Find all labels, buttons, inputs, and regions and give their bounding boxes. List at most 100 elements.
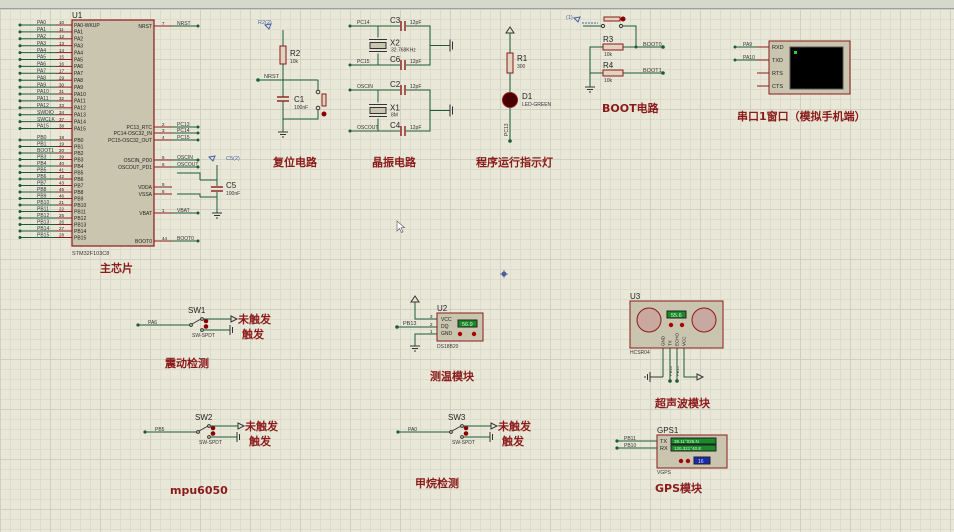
- pin-terminal[interactable]: [18, 203, 22, 207]
- pin-terminal[interactable]: [196, 131, 200, 135]
- switch-toggle-button[interactable]: [203, 318, 209, 324]
- gps-latitude: 39.11°025.N: [674, 439, 699, 444]
- switch-toggle-button[interactable]: [210, 425, 216, 431]
- boot-button[interactable]: [603, 16, 621, 22]
- pin-terminal[interactable]: [196, 211, 200, 215]
- pin-terminal[interactable]: [18, 37, 22, 41]
- schematic-sheet[interactable]: [0, 9, 954, 532]
- temp-up-button[interactable]: [471, 331, 477, 337]
- switch-toggle-button[interactable]: [463, 425, 469, 431]
- pin-terminal[interactable]: [18, 120, 22, 124]
- pin-terminal[interactable]: [18, 171, 22, 174]
- pin-terminal[interactable]: [196, 158, 200, 162]
- switch-lever[interactable]: [198, 425, 209, 432]
- led-circuit[interactable]: R1 300 D1 LED-GREEN PC13: [502, 26, 552, 143]
- probe-icon[interactable]: [207, 155, 216, 162]
- pin-terminal[interactable]: [18, 151, 22, 155]
- pin-terminal[interactable]: [18, 236, 22, 239]
- switch-lever[interactable]: [191, 318, 202, 325]
- temp-down-button[interactable]: [457, 331, 463, 337]
- net-terminal[interactable]: [348, 63, 352, 67]
- pin-terminal[interactable]: [733, 45, 737, 49]
- pin-terminal[interactable]: [18, 138, 22, 142]
- pin-terminal[interactable]: [18, 113, 22, 117]
- pin-label: VCC: [441, 317, 452, 323]
- pin-terminal[interactable]: [196, 24, 200, 28]
- net-terminal[interactable]: [136, 323, 140, 327]
- pin-terminal[interactable]: [18, 23, 22, 27]
- switch-toggle-button[interactable]: [203, 324, 209, 329]
- power-icon: [490, 422, 499, 430]
- pin-terminal[interactable]: [18, 216, 22, 220]
- net-label: PA5: [37, 55, 46, 61]
- pin-terminal[interactable]: [18, 127, 22, 130]
- gps-module[interactable]: GPS1 VGPS PB11 PB10 TX RX 39.11°025.N 12…: [615, 426, 728, 476]
- probe-icon[interactable]: [263, 23, 272, 30]
- pin-terminal[interactable]: [18, 78, 22, 82]
- pin-terminal[interactable]: [18, 190, 22, 194]
- terminal-screen[interactable]: [789, 46, 844, 90]
- reset-circuit[interactable]: R2(2) R2 10k NRST C1 100nF: [256, 20, 327, 138]
- pin-terminal[interactable]: [18, 164, 22, 168]
- pin-terminal[interactable]: [18, 106, 22, 110]
- net-terminal[interactable]: [396, 430, 400, 434]
- pin-number: 4: [162, 135, 165, 140]
- switch-ref: SW3: [448, 413, 466, 422]
- net-terminal[interactable]: [348, 129, 352, 133]
- temp-sensor[interactable]: PB13 U2 DS18B20 VCC DQ GND 3 2 1 56.9: [395, 295, 484, 352]
- pin-terminal[interactable]: [18, 92, 22, 96]
- pin-terminal[interactable]: [733, 58, 737, 62]
- pin-terminal[interactable]: [18, 223, 22, 226]
- pin-terminal[interactable]: [18, 44, 22, 48]
- gps-button[interactable]: [685, 458, 691, 464]
- pin-terminal[interactable]: [18, 51, 22, 55]
- net-terminal[interactable]: [348, 24, 352, 28]
- net-terminal[interactable]: [348, 88, 352, 92]
- reset-button[interactable]: [321, 93, 327, 107]
- cap-ref: C4: [390, 121, 401, 130]
- pin-terminal[interactable]: [18, 184, 22, 187]
- pin-terminal[interactable]: [18, 145, 22, 148]
- pin-terminal[interactable]: [18, 177, 22, 181]
- probe-icon[interactable]: [572, 16, 581, 23]
- pin-terminal[interactable]: [196, 239, 200, 243]
- pin-terminal[interactable]: [18, 229, 22, 233]
- switch-toggle-button[interactable]: [210, 431, 216, 436]
- pin-terminal[interactable]: [196, 165, 200, 169]
- net-terminal[interactable]: [143, 430, 147, 434]
- button-state-indicator[interactable]: [321, 111, 327, 117]
- switch-lever[interactable]: [451, 425, 462, 432]
- pin-terminal[interactable]: [18, 58, 22, 61]
- pin-terminal[interactable]: [18, 210, 22, 213]
- gps-button[interactable]: [678, 458, 684, 464]
- pin-terminal[interactable]: [18, 71, 22, 75]
- net-label: PB1: [37, 142, 47, 148]
- distance-up-button[interactable]: [679, 322, 685, 328]
- pin-terminal[interactable]: [18, 85, 22, 89]
- pin-terminal[interactable]: [18, 64, 22, 68]
- pin-terminal[interactable]: [18, 99, 22, 103]
- r4-resistor: [602, 69, 624, 77]
- pin-terminal[interactable]: [18, 158, 22, 161]
- distance-down-button[interactable]: [668, 322, 674, 328]
- pin-terminal[interactable]: [18, 197, 22, 200]
- pin-terminal[interactable]: [18, 30, 22, 34]
- pin-terminal[interactable]: [196, 138, 200, 142]
- temp-caption: 测温模块: [430, 369, 475, 383]
- button-state-indicator[interactable]: [620, 16, 626, 22]
- switch-toggle-button[interactable]: [463, 431, 469, 436]
- led-d1[interactable]: [502, 92, 518, 108]
- switch-open-label: 未触发: [237, 312, 272, 326]
- pin-name: PA12: [74, 106, 86, 112]
- boot-circuit[interactable]: (1) R3 10k R4 10k BOOT0 BOOT1: [566, 15, 665, 93]
- pin-terminal[interactable]: [196, 125, 200, 129]
